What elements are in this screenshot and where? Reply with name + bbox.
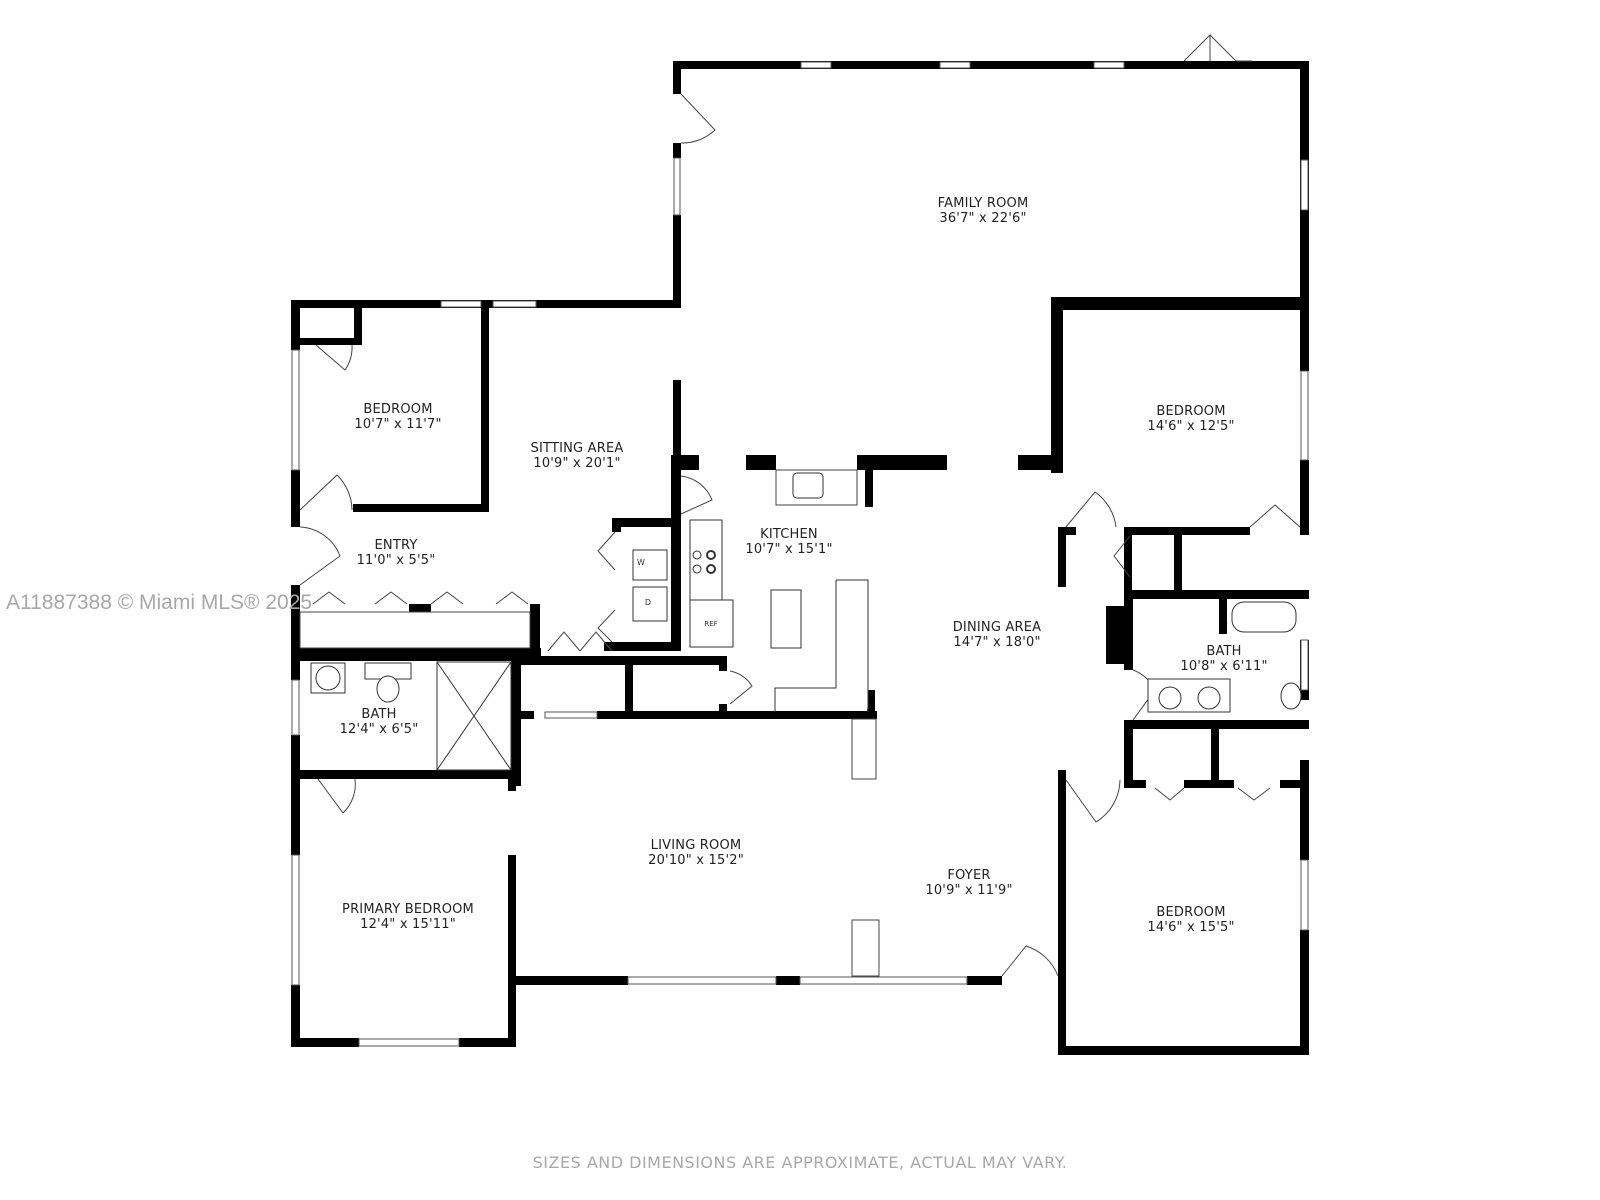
room-name: FOYER [947, 868, 991, 883]
room-label-dining-area: DINING AREA 14'7" x 18'0" [953, 620, 1042, 650]
room-label-primary-bedroom: PRIMARY BEDROOM 12'4" x 15'11" [342, 902, 474, 932]
room-dimensions: 14'6" x 12'5" [1147, 419, 1235, 434]
room-dimensions: 14'7" x 18'0" [953, 635, 1041, 650]
room-label-bedroom-ne: BEDROOM 14'6" x 12'5" [1147, 404, 1234, 434]
room-name: KITCHEN [760, 527, 818, 542]
room-dimensions: 10'9" x 11'9" [925, 883, 1013, 898]
refrigerator-label: REF [704, 620, 718, 628]
room-label-kitchen: KITCHEN 10'7" x 15'1" [745, 527, 832, 557]
mls-watermark: A11887388 © Miami MLS® 2025 [6, 591, 313, 614]
room-dimensions: 11'0" x 5'5" [356, 553, 436, 568]
room-label-bedroom-se: BEDROOM 14'6" x 15'5" [1147, 905, 1234, 935]
room-dimensions: 12'4" x 6'5" [339, 722, 419, 737]
washer-label: W [637, 558, 645, 567]
dryer-label: D [644, 598, 652, 607]
room-dimensions: 10'7" x 11'7" [354, 417, 442, 432]
walls [291, 61, 1309, 1055]
room-name: FAMILY ROOM [937, 196, 1029, 211]
room-name: DINING AREA [952, 620, 1042, 635]
disclaimer-footer: SIZES AND DIMENSIONS ARE APPROXIMATE, AC… [532, 1153, 1068, 1172]
room-dimensions: 10'8" x 6'11" [1180, 659, 1268, 674]
room-label-bath-west: BATH 12'4" x 6'5" [340, 707, 419, 737]
room-name: LIVING ROOM [650, 838, 742, 853]
room-label-bath-east: BATH 10'8" x 6'11" [1180, 644, 1267, 674]
room-dimensions: 20'10" x 15'2" [648, 853, 744, 868]
kitchen-fixtures [689, 472, 869, 712]
room-name: PRIMARY BEDROOM [342, 902, 474, 917]
windows [291, 61, 1309, 1047]
room-dimensions: 10'7" x 15'1" [745, 542, 833, 557]
laundry-fixtures [632, 549, 668, 622]
room-name: ENTRY [374, 538, 418, 553]
bath-fixtures [310, 601, 1302, 771]
room-name: BEDROOM [363, 402, 433, 417]
room-dimensions: 12'4" x 15'11" [360, 917, 456, 932]
room-label-entry: ENTRY 11'0" x 5'5" [357, 538, 436, 568]
room-dimensions: 14'6" x 15'5" [1147, 920, 1235, 935]
room-name: BEDROOM [1156, 905, 1226, 920]
room-dimensions: 10'9" x 20'1" [533, 456, 621, 471]
room-name: BEDROOM [1156, 404, 1226, 419]
room-name: SITTING AREA [530, 441, 624, 456]
room-dimensions: 36'7" x 22'6" [939, 211, 1027, 226]
doors [299, 33, 1301, 977]
room-label-family-room: FAMILY ROOM 36'7" x 22'6" [938, 196, 1029, 226]
room-label-sitting-area: SITTING AREA 10'9" x 20'1" [531, 441, 624, 471]
room-label-foyer: FOYER 10'9" x 11'9" [925, 868, 1012, 898]
room-name: BATH [361, 707, 397, 722]
room-label-living-room: LIVING ROOM 20'10" x 15'2" [648, 838, 744, 868]
room-label-bedroom-nw: BEDROOM 10'7" x 11'7" [354, 402, 441, 432]
room-name: BATH [1206, 644, 1242, 659]
